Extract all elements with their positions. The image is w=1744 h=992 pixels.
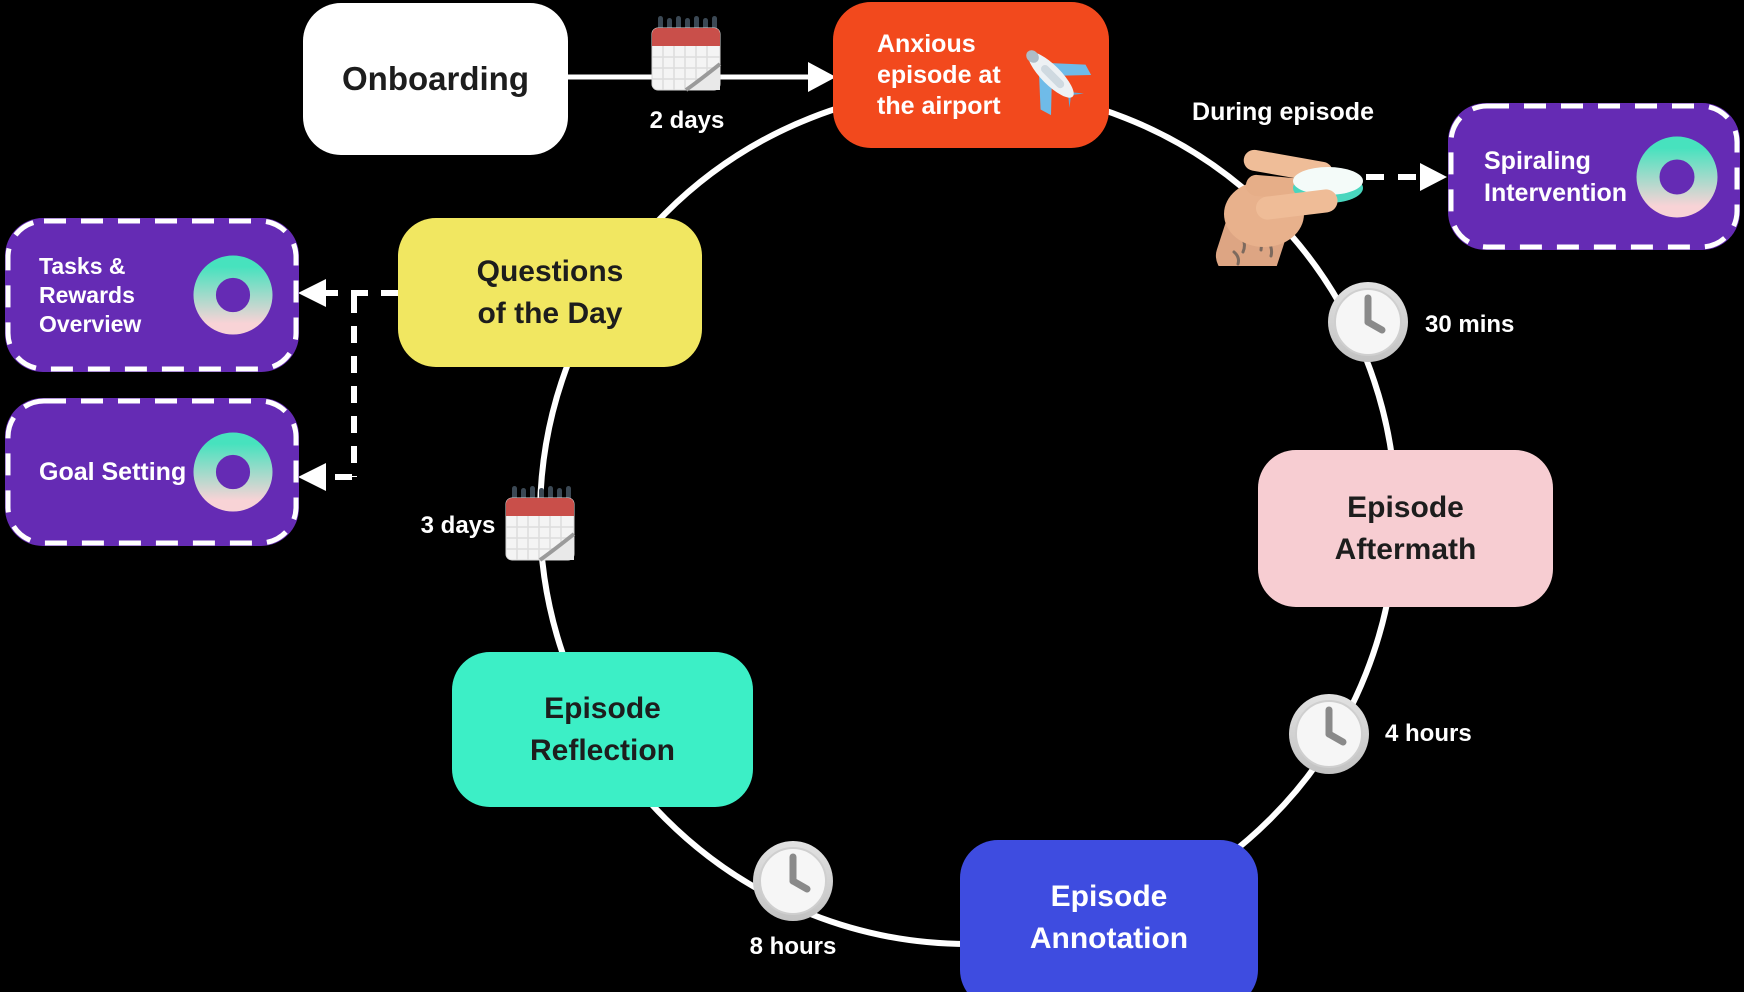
- node-tasks-rewards-overview: Tasks & Rewards Overview: [5, 218, 299, 372]
- airplane-icon: [1026, 50, 1092, 116]
- node-annotation-line2: Annotation: [1029, 922, 1189, 955]
- node-onboarding-label: Onboarding: [342, 60, 529, 97]
- duration-30-mins: 30 mins: [1425, 311, 1515, 338]
- node-spiraling-intervention: Spiraling Intervention: [1448, 103, 1740, 250]
- calendar-icon: [650, 16, 722, 99]
- node-anxious-episode: Anxious episode at the airport: [833, 2, 1109, 148]
- node-goal-setting-label: Goal Setting: [39, 457, 187, 486]
- clock-icon-4-hours: [1287, 692, 1371, 781]
- node-aftermath-line2: Aftermath: [1334, 532, 1477, 566]
- node-aftermath-line1: Episode: [1347, 490, 1464, 524]
- node-anxious-line1: Anxious: [877, 29, 976, 58]
- node-anxious-line3: the airport: [877, 91, 1001, 120]
- node-tasks-line1: Tasks &: [39, 252, 126, 279]
- duration-2-days: 2 days: [649, 107, 725, 134]
- node-questions-line1: Questions: [476, 254, 624, 288]
- node-tasks-line3: Overview: [39, 310, 142, 337]
- duration-4-hours: 4 hours: [1385, 720, 1472, 747]
- ring-icon: [193, 255, 273, 335]
- duration-3-days: 3 days: [420, 512, 496, 539]
- node-spiraling-line1: Spiraling: [1484, 146, 1591, 175]
- node-episode-annotation: Episode Annotation: [960, 840, 1258, 992]
- hand-with-device-icon: [1206, 136, 1370, 283]
- questions-to-goal-arrow: [298, 296, 357, 491]
- node-tasks-line2: Rewards: [39, 281, 135, 308]
- node-questions-line2: of the Day: [477, 296, 623, 330]
- during-episode-label: During episode: [1192, 98, 1374, 126]
- ring-icon: [193, 432, 273, 512]
- node-episode-reflection: Episode Reflection: [452, 652, 753, 807]
- duration-8-hours: 8 hours: [749, 933, 837, 960]
- node-questions-of-the-day: Questions of the Day: [398, 218, 702, 367]
- node-annotation-line1: Episode: [1050, 880, 1168, 913]
- node-goal-setting: Goal Setting: [5, 398, 299, 546]
- node-reflection-line2: Reflection: [529, 733, 676, 767]
- ring-icon: [1636, 136, 1718, 217]
- questions-to-tasks-arrow: [298, 279, 398, 307]
- clock-icon-8-hours: [751, 839, 835, 928]
- node-spiraling-line2: Intervention: [1484, 178, 1628, 207]
- node-episode-aftermath: Episode Aftermath: [1258, 450, 1553, 607]
- calendar-icon: [504, 486, 576, 569]
- during-episode-arrow: [1366, 163, 1447, 191]
- node-anxious-line2: episode at: [877, 60, 1001, 89]
- node-onboarding: Onboarding: [303, 3, 568, 155]
- clock-icon-30-mins: [1326, 280, 1410, 369]
- node-reflection-line1: Episode: [544, 691, 661, 725]
